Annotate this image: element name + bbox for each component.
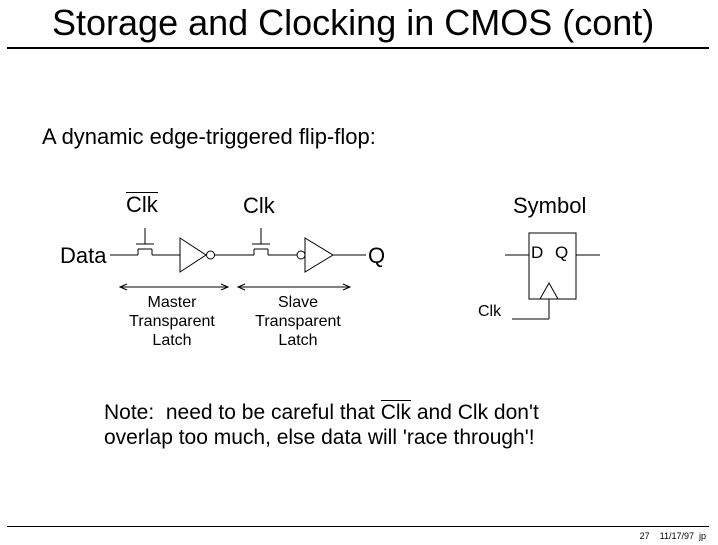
slide-title: Storage and Clocking in CMOS (cont)	[52, 2, 655, 43]
slave-label-line: Slave	[277, 294, 319, 311]
race-through-note: Note: need to be careful that Clk and Cl…	[104, 400, 539, 450]
q-output-label: Q	[368, 243, 386, 268]
note-line1-prefix: Note: need to be careful that	[104, 401, 381, 424]
page-number: 27	[639, 531, 650, 541]
symbol-clk-label: Clk	[478, 303, 502, 320]
flip-flop-symbol-box	[528, 232, 577, 300]
symbol-d-label: D	[531, 243, 544, 262]
note-line1-suffix: and Clk don't	[411, 401, 539, 424]
data-label: Data	[60, 243, 107, 268]
footer: 27 11/17/97 jp	[630, 530, 706, 542]
slave-latch-label: Slave Transparent Latch	[238, 293, 358, 350]
master-inverter	[179, 237, 207, 273]
slave-inverter-bubble	[296, 250, 306, 260]
master-label-line: Latch	[152, 332, 192, 349]
master-label-line: Master	[147, 294, 197, 311]
slave-label-line: Latch	[278, 332, 318, 349]
title-divider	[7, 47, 709, 49]
slave-inverter	[304, 237, 334, 273]
footer-date-author: 11/17/97 jp	[659, 531, 706, 541]
note-line-1: Note: need to be careful that Clk and Cl…	[104, 400, 539, 425]
symbol-clock-triangle	[539, 281, 559, 300]
master-latch-label: Master Transparent Latch	[112, 293, 232, 350]
footer-divider	[7, 526, 709, 527]
symbol-heading: Symbol	[513, 193, 587, 218]
clk-label: Clk	[243, 193, 275, 218]
master-inverter-bubble	[206, 250, 215, 260]
slide-subtitle: A dynamic edge-triggered flip-flop:	[42, 124, 376, 149]
note-clk-bar: Clk	[380, 400, 412, 424]
note-line-2: overlap too much, else data will 'race t…	[104, 426, 535, 449]
slave-label-line: Transparent	[255, 313, 341, 330]
symbol-q-label: Q	[555, 243, 569, 262]
clk-bar-label: Clk	[126, 192, 158, 217]
master-label-line: Transparent	[129, 313, 215, 330]
